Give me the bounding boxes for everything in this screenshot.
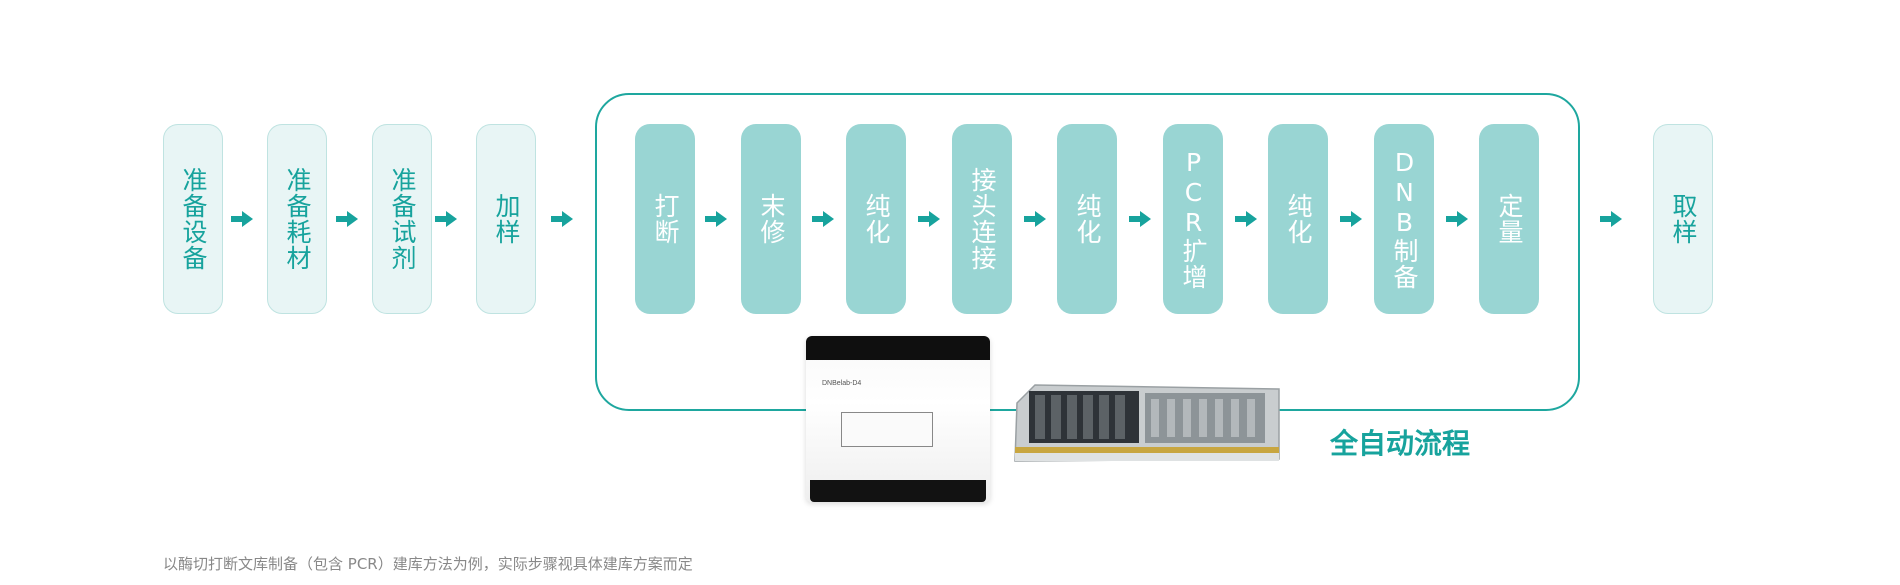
- arrow-right-icon: [1129, 211, 1151, 227]
- step-prepare-equipment: 准备设备: [163, 124, 223, 314]
- step-label: 接头连接: [968, 167, 997, 271]
- arrow-right-icon: [1600, 211, 1622, 227]
- arrow-right-icon: [812, 211, 834, 227]
- step-label: 打断: [651, 193, 680, 245]
- step-label: DNB制备: [1390, 148, 1419, 290]
- arrow-right-icon: [1446, 211, 1468, 227]
- instrument-model-label: DNBelab-D4: [822, 380, 862, 387]
- instrument-lid: [806, 336, 990, 360]
- step-quantification: 定量: [1479, 124, 1539, 314]
- instrument-window: [841, 412, 933, 447]
- step-dnb-preparation: DNB制备: [1374, 124, 1434, 314]
- step-prepare-reagents: 准备试剂: [372, 124, 432, 314]
- automated-workflow-label: 全自动流程: [1330, 427, 1471, 460]
- arrow-right-icon: [705, 211, 727, 227]
- step-label: 取样: [1669, 193, 1698, 245]
- arrow-right-icon: [1235, 211, 1257, 227]
- step-pcr-amplification: PCR扩增: [1163, 124, 1223, 314]
- arrow-right-icon: [336, 211, 358, 227]
- step-label: 加样: [492, 193, 521, 245]
- step-end-repair: 末修: [741, 124, 801, 314]
- step-label: 准备试剂: [388, 167, 417, 271]
- step-purification-2: 纯化: [1057, 124, 1117, 314]
- instrument-base: [810, 480, 986, 502]
- step-label: 纯化: [862, 193, 891, 245]
- step-sampling: 取样: [1653, 124, 1713, 314]
- step-label: 定量: [1495, 193, 1524, 245]
- arrow-right-icon: [231, 211, 253, 227]
- step-fragmentation: 打断: [635, 124, 695, 314]
- arrow-right-icon: [551, 211, 573, 227]
- step-purification-1: 纯化: [846, 124, 906, 314]
- step-label: 纯化: [1073, 193, 1102, 245]
- step-label: PCR扩增: [1179, 148, 1208, 290]
- step-adapter-ligation: 接头连接: [952, 124, 1012, 314]
- arrow-right-icon: [1340, 211, 1362, 227]
- step-label: 准备耗材: [283, 167, 312, 271]
- step-label: 纯化: [1284, 193, 1313, 245]
- reagent-cartridge-image: [1014, 384, 1280, 462]
- footnote: 以酶切打断文库制备（包含 PCR）建库方法为例，实际步骤视具体建库方案而定: [163, 555, 693, 573]
- step-label: 末修: [757, 193, 786, 245]
- arrow-right-icon: [435, 211, 457, 227]
- arrow-right-icon: [1024, 211, 1046, 227]
- arrow-right-icon: [918, 211, 940, 227]
- library-prep-instrument: DNBelab-D4: [806, 336, 990, 502]
- step-purification-3: 纯化: [1268, 124, 1328, 314]
- step-label: 准备设备: [179, 167, 208, 271]
- step-prepare-consumables: 准备耗材: [267, 124, 327, 314]
- step-load-sample: 加样: [476, 124, 536, 314]
